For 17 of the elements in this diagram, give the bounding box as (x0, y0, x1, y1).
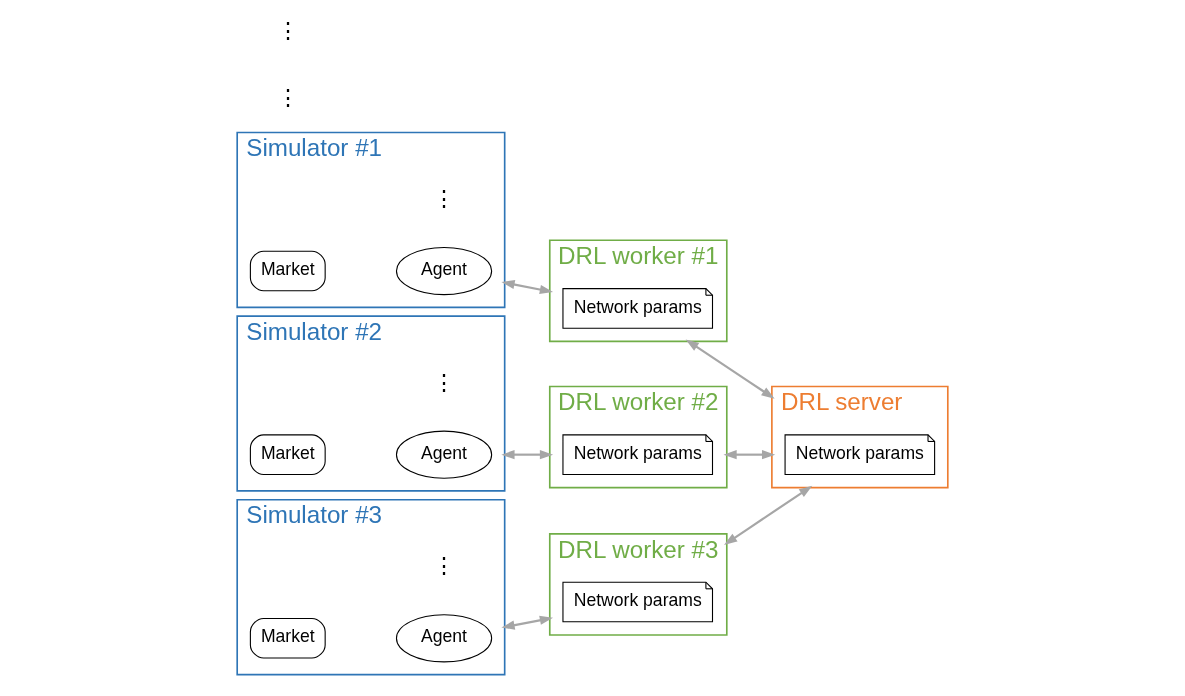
arrow (724, 485, 813, 545)
arrow (501, 450, 554, 460)
node-box: Market (249, 250, 326, 292)
node-box: Market (249, 434, 326, 475)
label: ⋮ (433, 369, 456, 395)
label: ⋮ (276, 17, 299, 43)
node-ellipse: Agent (395, 430, 493, 479)
label: ⋮ (433, 186, 456, 212)
node-box: Market (249, 617, 326, 659)
arrow (723, 450, 776, 460)
arrow (501, 280, 554, 295)
node-ellipse: Agent (395, 614, 493, 663)
arrow (501, 615, 554, 630)
node-ellipse: Agent (395, 246, 493, 296)
label: ⋮ (433, 553, 456, 579)
arrow (685, 339, 775, 399)
label: ⋮ (276, 85, 299, 110)
